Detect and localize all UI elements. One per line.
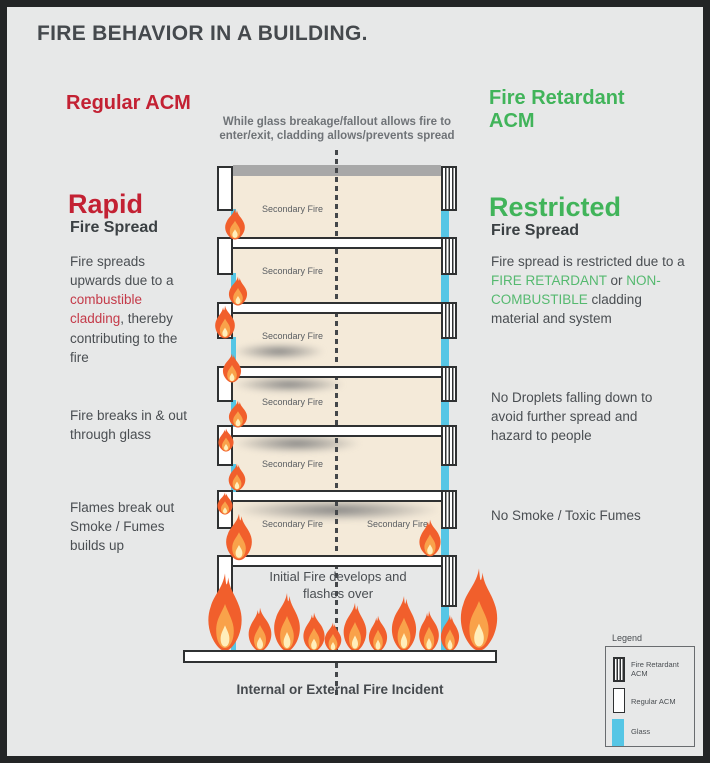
fire-retardant-acm-panel [441,555,457,607]
legend-label-fire-retardant: Fire Retardant ACM [631,660,679,679]
glass-strip-left [231,337,236,368]
rapid-label: Rapid [68,189,144,219]
secondary-fire-label: Secondary Fire [261,204,324,214]
right-para1-mid: or [606,273,627,289]
left-para1-pre: Fire spreads upwards due to a [70,254,174,289]
legend-title: Legend [612,633,643,643]
floor-slab [217,366,457,378]
flame-icon [228,463,246,491]
striped-acm-swatch [613,657,625,682]
smoke [233,343,325,360]
secondary-fire-label: Secondary Fire [261,519,324,529]
secondary-fire-label: Secondary Fire [366,519,429,529]
rapid-subtitle: Fire Spread [70,219,159,236]
smoke [233,376,345,393]
fire-retardant-highlight: FIRE RETARDANT [491,273,607,289]
regular-acm-heading: Regular ACM [66,92,191,114]
flame-icon [274,593,300,651]
glass-breakage-caption: While glass breakage/fallout allows fire… [219,116,455,143]
glass-strip-right [441,337,449,368]
right-paragraph-no-smoke: No Smoke / Toxic Fumes [491,508,641,523]
initial-fire-text: Initial Fire develops and flashes over [269,569,407,601]
right-para1-post: cladding material and system [491,292,642,327]
smoke [233,434,361,453]
glass-strip-right [441,464,449,492]
regular-acm-panel [217,237,233,275]
glass-strip-right [441,273,449,304]
glass-strip-right [441,209,449,239]
floor-slab [217,237,457,249]
right-paragraph-droplets: No Droplets falling down to avoid furthe… [491,390,653,444]
ground-slab [183,650,497,663]
secondary-fire-label: Secondary Fire [261,459,324,469]
left-paragraph-glass: Fire breaks in & out through glass [70,408,188,443]
flame-icon [228,400,248,428]
center-dashed-line [335,150,338,695]
floor-slab [217,302,457,314]
flame-icon [226,513,252,561]
fire-retardant-acm-panel [441,237,457,275]
flame-icon [208,573,242,651]
fire-retardant-acm-panel [441,166,457,211]
white-acm-swatch [613,688,625,713]
fire-retardant-acm-heading: Fire Retardant ACM [489,87,625,132]
flame-icon [225,208,245,240]
flame-icon [215,305,235,339]
fire-incident-caption: Internal or External Fire Incident [236,682,444,697]
fire-retardant-acm-panel [441,302,457,339]
secondary-fire-label: Secondary Fire [261,397,324,407]
combustible-cladding-highlight: combustible cladding [70,292,143,327]
flame-icon [419,519,441,557]
regular-acm-panel [217,166,233,211]
flame-icon [228,276,248,306]
restricted-label: Restricted [489,192,622,222]
fire-retardant-acm-panel [441,366,457,402]
restricted-subtitle: Fire Spread [491,222,580,239]
legend-box: Fire Retardant ACM Regular ACM Glass [605,646,695,747]
floor-slab [217,425,457,437]
flame-icon [460,568,498,651]
glass-strip-right [441,527,449,557]
left-para1-post: , thereby contributing to the fire [70,311,178,365]
flame-icon [218,428,234,452]
non-combustible-highlight: NON-COMBUSTIBLE [491,273,661,308]
legend-label-regular-acm: Regular ACM [631,697,676,706]
left-paragraph-smoke: Flames break out Smoke / Fumes builds up [70,500,175,554]
floor-slab [217,490,457,502]
glass-strip-right [441,400,449,427]
secondary-fire-label: Secondary Fire [261,331,324,341]
fire-retardant-acm-panel [441,490,457,529]
secondary-fire-label: Secondary Fire [261,266,324,276]
right-para1-pre: Fire spread is restricted due to a [491,254,685,269]
flame-icon [368,615,388,652]
page-title: FIRE BEHAVIOR IN A BUILDING. [37,22,368,45]
left-paragraph-cladding: Fire spreads upwards due to a combustibl… [70,252,192,367]
flame-icon [217,492,233,515]
fire-retardant-acm-panel [441,425,457,466]
legend-label-glass: Glass [631,727,651,736]
right-paragraph-cladding: Fire spread is restricted due to a FIRE … [491,252,689,329]
glass-swatch [612,719,624,746]
flame-icon [222,353,242,383]
